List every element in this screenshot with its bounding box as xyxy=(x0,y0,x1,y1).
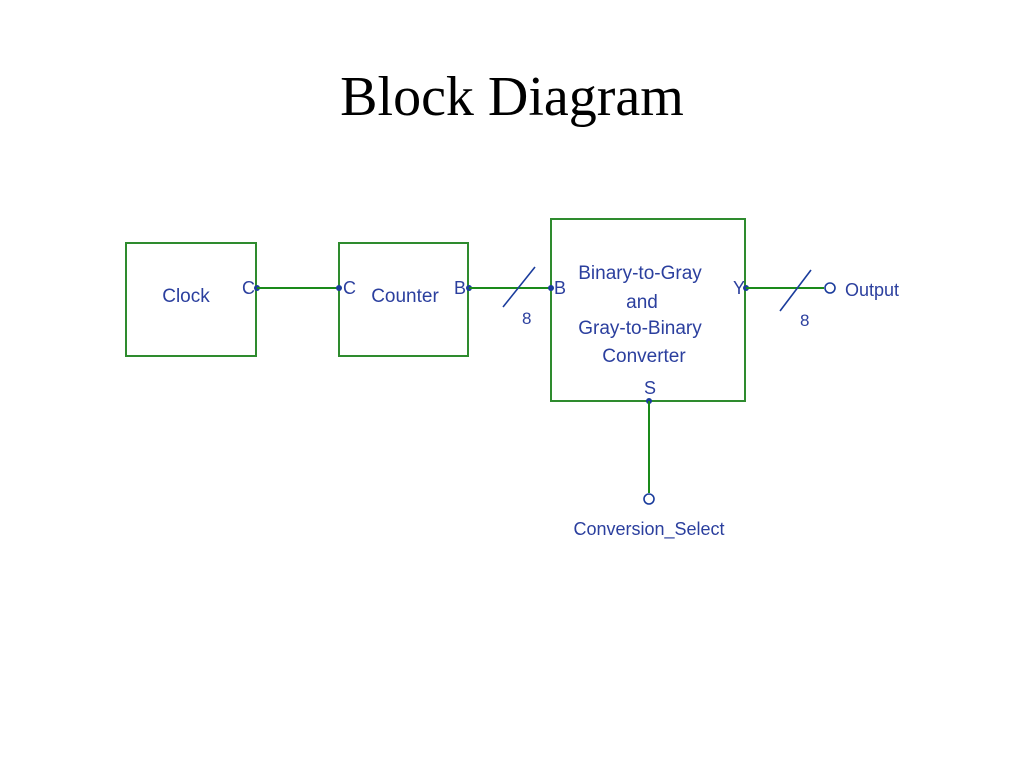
clock-block-box xyxy=(125,242,257,357)
counter-bus-slash xyxy=(502,266,536,308)
converter-label-line-2: and xyxy=(626,292,658,313)
counter-bus-width: 8 xyxy=(522,309,531,328)
clock-out-pin-label: C xyxy=(242,278,255,298)
converter-select-pin-label: S xyxy=(644,378,656,398)
converter-label-line-4: Converter xyxy=(602,346,686,367)
counter-out-pin-label: B xyxy=(454,278,466,298)
converter-label-line-1: Binary-to-Gray xyxy=(578,263,702,284)
converter-out-pin-label: Y xyxy=(733,278,745,298)
clock-label: Clock xyxy=(162,286,210,307)
page-title: Block Diagram xyxy=(340,66,684,128)
converter-block-box xyxy=(550,218,746,402)
converter-in-pin-label: B xyxy=(554,278,566,298)
counter-in-pin xyxy=(336,285,342,291)
converter-block: B Binary-to-Gray and Gray-to-Binary Conv… xyxy=(548,218,749,404)
counter-block-box xyxy=(338,242,469,357)
converter-in-pin xyxy=(548,285,554,291)
output-bus-slash xyxy=(779,269,812,312)
output-port xyxy=(824,282,836,294)
output-port-label: Output xyxy=(845,280,899,300)
output-bus-width: 8 xyxy=(800,311,809,330)
clock-block: Clock C xyxy=(125,242,260,357)
conversion-select-port xyxy=(643,493,655,505)
counter-label: Counter xyxy=(371,286,439,307)
counter-in-pin-label: C xyxy=(343,278,356,298)
counter-block: C Counter B xyxy=(336,242,472,357)
converter-label-line-3: Gray-to-Binary xyxy=(578,318,702,339)
conversion-select-label: Conversion_Select xyxy=(573,519,724,540)
